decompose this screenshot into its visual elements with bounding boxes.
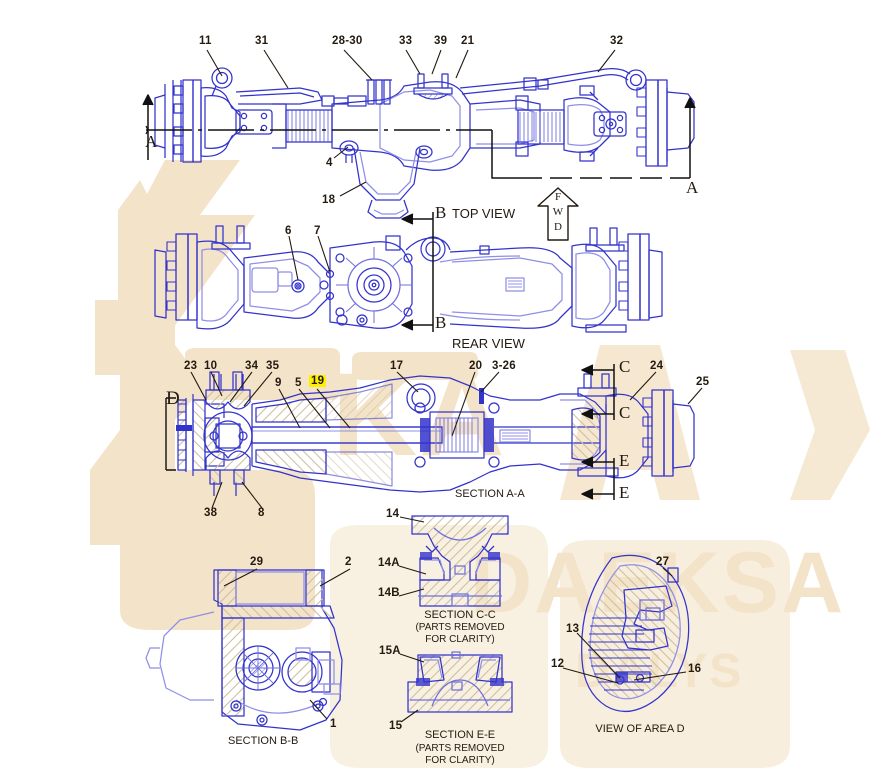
section-cc-geometry <box>411 515 509 607</box>
section-cc-subtitle-1: (PARTS REMOVED <box>415 622 505 633</box>
callout-7: 7 <box>314 225 321 237</box>
callout-3-26: 3-26 <box>492 360 516 372</box>
section-mark-e-bottom: E <box>619 483 630 502</box>
callout-16: 16 <box>688 663 702 675</box>
section-cc-subtitle-2: FOR CLARITY) <box>425 634 495 645</box>
section-mark-c-top: C <box>619 357 631 376</box>
callout-29: 29 <box>250 556 264 568</box>
view-area-d-geometry <box>581 554 690 713</box>
callout-15: 15 <box>389 720 403 732</box>
callout-5: 5 <box>295 377 302 389</box>
area-mark-d: D <box>166 388 180 409</box>
top-view-geometry <box>142 67 696 219</box>
callout-34: 34 <box>245 360 259 372</box>
section-mark-a-left: A <box>145 132 158 151</box>
callout-11: 11 <box>199 35 212 47</box>
callout-6: 6 <box>285 225 292 237</box>
callout-33: 33 <box>399 35 413 47</box>
section-ee-geometry <box>407 651 513 713</box>
callout-14b: 14B <box>378 587 400 599</box>
section-cc-title: SECTION C-C <box>424 609 496 621</box>
rear-view-title: REAR VIEW <box>452 336 525 351</box>
section-ee-title: SECTION E-E <box>424 729 496 741</box>
callout-18: 18 <box>322 194 336 206</box>
section-mark-c-bottom: C <box>619 403 631 422</box>
callout-20: 20 <box>469 360 483 372</box>
section-aa-title: SECTION A-A <box>455 488 525 500</box>
fwd-letter-f: F <box>554 191 562 203</box>
section-mark-b-top: B <box>435 203 447 222</box>
callout-15a: 15A <box>379 645 401 657</box>
callout-32: 32 <box>610 35 624 47</box>
callout-2: 2 <box>345 556 352 568</box>
callout-24: 24 <box>650 360 664 372</box>
section-bb-title: SECTION B-B <box>228 735 299 747</box>
section-mark-a-right: A <box>686 178 699 197</box>
fwd-direction-arrow: F W D <box>536 186 580 242</box>
section-mark-b-bottom: B <box>435 313 447 332</box>
fwd-letter-w: W <box>552 206 564 218</box>
callout-1: 1 <box>330 718 337 730</box>
callout-19-highlighted: 19 <box>309 375 327 387</box>
section-mark-e-top: E <box>619 451 630 470</box>
view-area-d-title: VIEW OF AREA D <box>595 723 685 735</box>
callout-25: 25 <box>696 376 710 388</box>
fwd-letter-d: D <box>554 221 562 233</box>
section-bb-geometry <box>145 569 343 731</box>
callout-14a: 14A <box>378 557 400 569</box>
callout-31: 31 <box>255 35 269 47</box>
rear-view-geometry <box>154 212 663 333</box>
callout-14: 14 <box>386 508 400 520</box>
callout-38: 38 <box>204 507 218 519</box>
callout-39: 39 <box>434 35 448 47</box>
callout-23: 23 <box>184 360 198 372</box>
section-ee-subtitle-2: FOR CLARITY) <box>425 755 495 766</box>
callout-21: 21 <box>461 35 475 47</box>
callout-4: 4 <box>326 157 333 169</box>
section-ee-subtitle-1: (PARTS REMOVED <box>415 743 505 754</box>
callout-12: 12 <box>551 658 565 670</box>
callout-27: 27 <box>656 556 670 568</box>
callout-9: 9 <box>275 377 282 389</box>
top-view-title: TOP VIEW <box>452 206 516 221</box>
callout-13: 13 <box>566 623 580 635</box>
section-aa-geometry <box>165 364 695 500</box>
callout-35: 35 <box>266 360 280 372</box>
callout-8: 8 <box>258 507 265 519</box>
leader-lines <box>190 49 703 723</box>
callout-28-30: 28-30 <box>332 35 363 47</box>
callout-10: 10 <box>204 360 218 372</box>
callout-17: 17 <box>390 360 404 372</box>
